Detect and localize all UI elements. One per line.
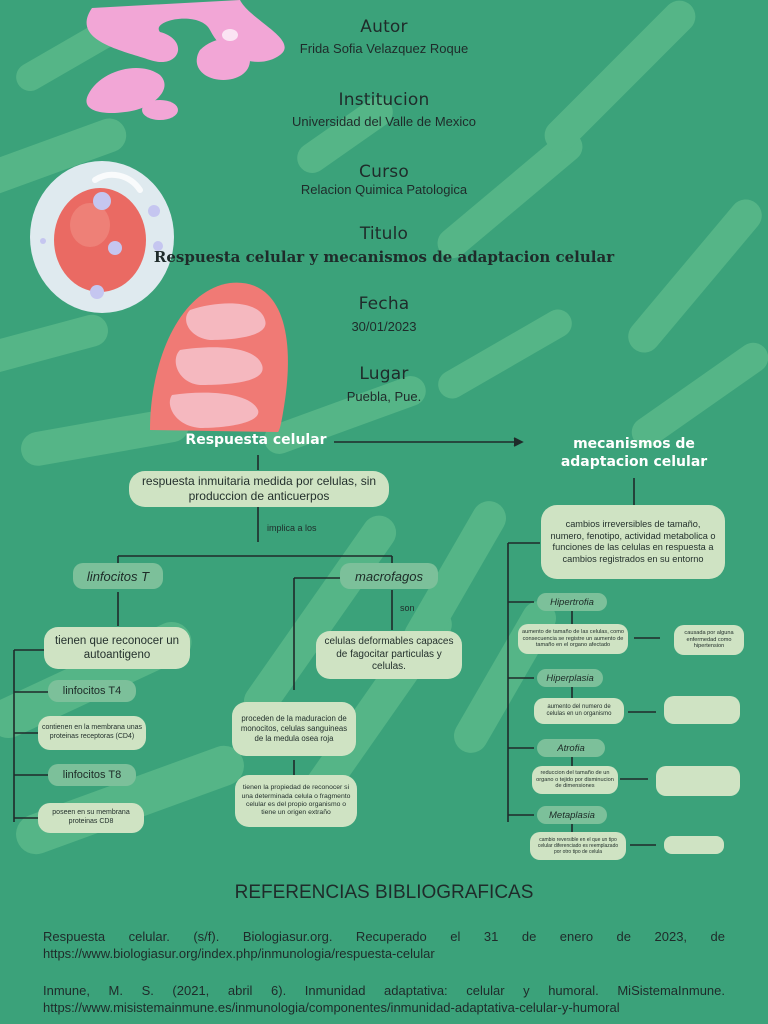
metaplasia-description-node: cambio reversible en el que un tipo celu…: [530, 832, 626, 860]
hiperplasia-cause-node: [664, 696, 740, 724]
institucion-value: Universidad del Valle de Mexico: [291, 114, 477, 129]
implica-label: implica a los: [267, 523, 317, 533]
curso-section: Curso Relacion Quimica Patologica: [0, 162, 768, 197]
atrofia-cause-node: [656, 766, 740, 796]
hiperplasia-node: Hiperplasia: [537, 669, 603, 687]
hipertrofia-description-node: aumento de tamaño de las celulas, como c…: [518, 624, 628, 654]
cambios-irreversibles-node: cambios irreversibles de tamaño, numero,…: [541, 505, 725, 579]
reference-item: Respuesta celular. (s/f). Biologiasur.or…: [43, 929, 725, 963]
reference-item: Inmune, M. S. (2021, abril 6). Inmunidad…: [43, 983, 725, 1017]
linfocitos-t4-node: linfocitos T4: [48, 680, 136, 702]
reference-text: Inmune, M. S. (2021, abril 6). Inmunidad…: [43, 983, 725, 998]
t8-description-node: poseen en su membrana proteinas CD8: [38, 803, 144, 833]
t4-description-node: contienen en la membrana unas proteinas …: [38, 716, 146, 750]
autor-section: Autor Frida Sofia Velazquez Roque: [0, 17, 768, 56]
lugar-section: Lugar Puebla, Pue.: [0, 364, 768, 404]
macrofagos-node: macrofagos: [340, 563, 438, 589]
proceden-monocitos-node: proceden de la maduracion de monocitos, …: [232, 702, 356, 756]
fecha-label: Fecha: [358, 294, 410, 314]
hipertrofia-cause-node: causada por alguna enfermedad como hiper…: [674, 625, 744, 655]
autor-label: Autor: [360, 17, 408, 37]
respuesta-definition-node: respuesta inmuitaria medida por celulas,…: [129, 471, 389, 507]
white-cell-decoration: [30, 161, 174, 313]
linfocitos-t-node: linfocitos T: [73, 563, 163, 589]
son-label: son: [400, 603, 415, 613]
autor-value: Frida Sofia Velazquez Roque: [299, 41, 469, 56]
reference-url[interactable]: https://www.biologiasur.org/index.php/in…: [43, 945, 435, 961]
atrofia-description-node: reduccion del tamaño de un organo o teji…: [532, 766, 618, 794]
titulo-value: Respuesta celular y mecanismos de adapta…: [153, 248, 615, 266]
metaplasia-cause-node: [664, 836, 724, 854]
fecha-value: 30/01/2023: [351, 319, 417, 334]
titulo-label: Titulo: [359, 224, 409, 244]
curso-label: Curso: [359, 162, 409, 182]
lugar-value: Puebla, Pue.: [346, 389, 422, 404]
reconocer-autoantigeno-node: tienen que reconocer un autoantigeno: [44, 627, 190, 669]
hipertrofia-node: Hipertrofia: [537, 593, 607, 611]
hiperplasia-description-node: aumento del numero de celulas en un orga…: [534, 698, 624, 724]
metaplasia-node: Metaplasia: [537, 806, 607, 824]
reference-url[interactable]: https://www.misistemainmune.es/inmunolog…: [43, 999, 620, 1015]
institucion-section: Institucion Universidad del Valle de Mex…: [0, 90, 768, 129]
respuesta-celular-title: Respuesta celular: [185, 432, 327, 448]
celulas-deformables-node: celulas deformables capaces de fagocitar…: [316, 631, 462, 679]
atrofia-node: Atrofia: [537, 739, 605, 757]
mecanismos-title: mecanismos de adaptacion celular: [560, 436, 708, 471]
institucion-label: Institucion: [338, 90, 430, 110]
reconocer-propiedad-node: tienen la propiedad de reconocer si una …: [235, 775, 357, 827]
references-title: REFERENCIAS BIBLIOGRAFICAS: [234, 882, 534, 903]
linfocitos-t8-node: linfocitos T8: [48, 764, 136, 786]
curso-value: Relacion Quimica Patologica: [300, 182, 468, 197]
reference-text: Respuesta celular. (s/f). Biologiasur.or…: [43, 929, 725, 944]
mitochondria-decoration: [150, 282, 288, 432]
fecha-section: Fecha 30/01/2023: [0, 294, 768, 334]
concept-map-connectors: [13, 437, 660, 846]
titulo-section: Titulo Respuesta celular y mecanismos de…: [0, 224, 768, 266]
pink-blob-decoration: [86, 0, 285, 120]
lugar-label: Lugar: [359, 364, 409, 384]
